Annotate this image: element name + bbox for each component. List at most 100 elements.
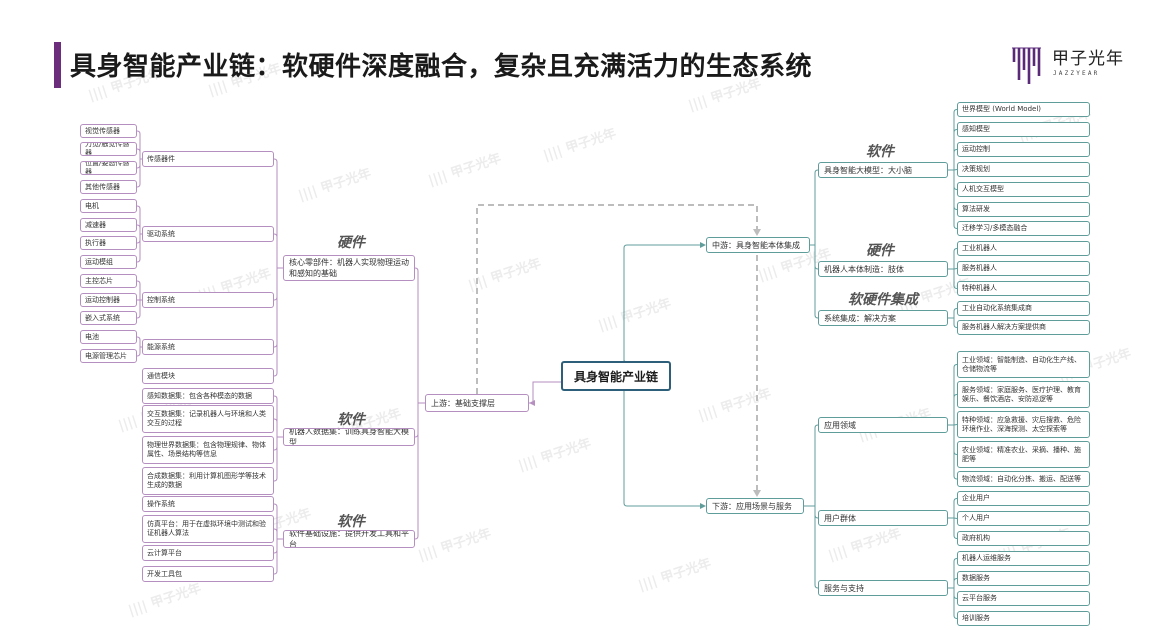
downstream-application-leaf-node: 物流领域：自动化分拣、搬运、配送等 (957, 471, 1090, 487)
midstream-body-node: 机器人本体制造：肢体 (818, 261, 948, 277)
hardware-leaf-connector-branch (136, 224, 141, 234)
midstream-body-connector-branch (953, 268, 958, 270)
hardware-leaf-connector-branch (136, 280, 141, 300)
root-to-downstream-connector (623, 391, 702, 507)
downstream-users-connector-branch (953, 498, 958, 518)
dataset-connector-branch (273, 395, 278, 437)
midstream-model-leaf-node: 迁移学习/多模态融合 (957, 221, 1090, 236)
hardware-leaf-connector-branch (136, 300, 141, 319)
hardware-leaf-node: 执行器 (80, 236, 137, 250)
downstream-users-leaf-node: 企业用户 (957, 491, 1090, 506)
midstream-arrow-head (700, 242, 706, 248)
dashed-flow-arrow-head (753, 490, 761, 497)
hardware-leaf-node: 视觉传感器 (80, 124, 137, 138)
page-title: 具身智能产业链：软硬件深度融合，复杂且充满活力的生态系统 (70, 52, 813, 82)
category-label-software: 软件 (337, 514, 365, 530)
downstream-application-connector-branch (953, 425, 958, 480)
downstream-users-node: 用户群体 (818, 510, 948, 526)
midstream-model-leaf-node: 算法研发 (957, 202, 1090, 217)
root-to-upstream-connector (529, 381, 561, 404)
downstream-application-connector-branch (953, 394, 958, 425)
downstream-users-connector-branch (953, 518, 958, 539)
midstream-body-leaf-node: 服务机器人 (957, 261, 1090, 276)
downstream-service-connector-branch (953, 588, 958, 619)
downstream-users-leaf-node: 政府机构 (957, 531, 1090, 546)
hardware-leaf-node: 嵌入式系统 (80, 311, 137, 325)
downstream-service-leaf-node: 云平台服务 (957, 591, 1090, 606)
downstream-service-leaf-node: 机器人运维服务 (957, 551, 1090, 566)
upstream-node: 上游：基础支撑层 (425, 394, 529, 412)
midstream-connector-branch (814, 245, 819, 319)
dataset-connector-branch (273, 437, 278, 482)
category-label-hardware: 硬件 (866, 243, 894, 259)
hardware-leaf-node: 电池 (80, 330, 137, 344)
downstream-application-node: 应用领域 (818, 417, 948, 433)
downstream-service-connector-branch (953, 558, 958, 588)
hardware-connector-branch (273, 268, 278, 377)
upstream-arrow-head (529, 400, 535, 406)
software-infra-connector-branch (273, 503, 278, 539)
downstream-application-connector-branch (953, 364, 958, 425)
midstream-model-connector-branch (953, 129, 958, 170)
dashed-flow-upper (476, 204, 758, 394)
hardware-leaf-node: 运动模组 (80, 255, 137, 269)
midstream-node: 中游：具身智能本体集成 (706, 237, 810, 253)
hardware-subgroup-node: 控制系统 (142, 292, 274, 308)
dataset-leaf-node: 合成数据集：利用计算机图形学等技术生成的数据 (142, 467, 274, 495)
hardware-leaf-connector-branch (136, 336, 141, 347)
software-infra-connector-branch (273, 539, 278, 575)
downstream-connector-branch (814, 424, 819, 506)
downstream-connector-branch (814, 506, 819, 589)
hardware-leaf-node: 减速器 (80, 218, 137, 232)
midstream-model-node: 具身智能大模型：大小脑 (818, 162, 948, 178)
hardware-subgroup-node: 通信模块 (142, 368, 274, 384)
root-to-midstream-connector (623, 244, 702, 362)
dataset-leaf-node: 物理世界数据集：包含物理规律、物体属性、场景结构等信息 (142, 436, 274, 464)
downstream-application-leaf-node: 服务领域：家庭服务、医疗护理、教育娱乐、餐饮酒店、安防巡逻等 (957, 381, 1090, 408)
category-label-hw-sw-integration: 软硬件集成 (848, 292, 918, 308)
upstream-connector-branch (414, 403, 419, 540)
software-infra-leaf-node: 操作系统 (142, 496, 274, 512)
dataset-leaf-node: 感知数据集：包含各种模态的数据 (142, 388, 274, 404)
midstream-connector-branch (814, 169, 819, 245)
downstream-service-node: 服务与支持 (818, 580, 948, 596)
category-label-software: 软件 (337, 412, 365, 428)
hardware-leaf-connector-branch (136, 205, 141, 234)
midstream-model-leaf-node: 人机交互模型 (957, 182, 1090, 197)
midstream-model-leaf-node: 感知模型 (957, 122, 1090, 137)
downstream-application-connector-branch (953, 424, 958, 426)
hardware-leaf-node: 力觉/触觉传感器 (80, 142, 137, 156)
hardware-leaf-connector-branch (136, 130, 141, 159)
midstream-model-connector-branch (953, 149, 958, 170)
dataset-leaf-node: 交互数据集：记录机器人与环境和人类交互的过程 (142, 405, 274, 433)
dataset-connector-branch (273, 418, 278, 437)
hardware-leaf-connector-branch (136, 159, 141, 188)
hardware-leaf-node: 位置/姿态传感器 (80, 161, 137, 175)
category-label-software: 软件 (866, 144, 894, 160)
hardware-leaf-node: 电源管理芯片 (80, 349, 137, 363)
downstream-service-leaf-node: 数据服务 (957, 571, 1090, 586)
midstream-integration-leaf-node: 服务机器人解决方案提供商 (957, 320, 1090, 335)
midstream-model-connector-branch (953, 109, 958, 170)
midstream-body-connector-branch (953, 269, 958, 289)
hardware-leaf-connector-branch (136, 148, 141, 159)
root-node: 具身智能产业链 (561, 361, 671, 391)
midstream-integration-connector-branch (953, 318, 958, 328)
downstream-application-leaf-node: 工业领域：智能制造、自动化生产线、仓储物流等 (957, 351, 1090, 378)
midstream-model-leaf-node: 决策规划 (957, 162, 1090, 177)
midstream-model-leaf-node: 运动控制 (957, 142, 1090, 157)
midstream-model-connector-branch (953, 169, 958, 171)
brand-logo: 甲子光年 JAZZYEAR (1010, 42, 1130, 86)
software-infra-leaf-node: 云计算平台 (142, 545, 274, 561)
downstream-application-leaf-node: 农业领域：精准农业、采摘、播种、施肥等 (957, 441, 1090, 468)
midstream-integration-leaf-node: 工业自动化系统集成商 (957, 301, 1090, 316)
hardware-connector-branch (273, 158, 278, 268)
brand-subtitle: JAZZYEAR (1053, 70, 1100, 77)
downstream-users-leaf-node: 个人用户 (957, 511, 1090, 526)
hardware-leaf-connector-branch (136, 347, 141, 357)
category-label-hardware: 硬件 (337, 235, 365, 251)
midstream-model-connector-branch (953, 170, 958, 229)
midstream-integration-node: 系统集成：解决方案 (818, 310, 948, 326)
hardware-leaf-node: 电机 (80, 199, 137, 213)
